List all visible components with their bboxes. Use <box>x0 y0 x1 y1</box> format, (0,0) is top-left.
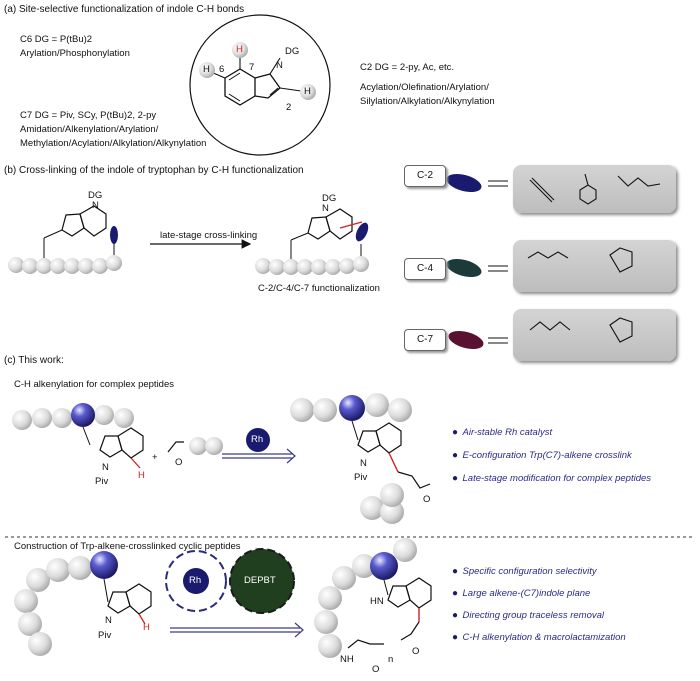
c6-dg-text: C6 DG = P(tBu)2 <box>20 34 93 45</box>
piv-2: Piv <box>354 472 368 483</box>
n-subscript: n <box>388 654 394 665</box>
subtitle-2: Construction of Trp-alkene-crosslinked c… <box>14 541 241 552</box>
position-6: 6 <box>219 64 225 75</box>
position-7: 7 <box>249 62 255 73</box>
bullet2-item-1: Specific configuration selectivity <box>462 566 597 577</box>
h-3: H <box>143 622 150 633</box>
reaction2-product <box>314 538 432 658</box>
o-2: O <box>423 494 431 505</box>
atom-h6: H <box>203 64 210 75</box>
bullet1-item-2: E-configuration Trp(C7)-alkene crosslink <box>462 450 632 461</box>
c2-rxn-text-1: Acylation/Olefination/Arylation/ <box>360 82 489 93</box>
bullet-list-1: ● Air-stable Rh catalyst ● E-configurati… <box>452 427 652 484</box>
atom-dg-b1: DG <box>88 190 103 201</box>
o-1: O <box>175 457 183 468</box>
rh-label-2: Rh <box>189 575 202 586</box>
depbt-label: DEPBT <box>244 575 276 586</box>
bullet2-item-4: C-H alkenylation & macrolactamization <box>462 632 626 643</box>
hn-label: HN <box>370 596 384 607</box>
atom-dg-b2: DG <box>322 193 337 204</box>
c7-dg-text: C7 DG = Piv, SCy, P(tBu)2, 2-py <box>20 110 157 121</box>
c7-rxn-text-2: Methylation/Acylation/Alkylation/Alkynyl… <box>20 138 207 149</box>
subtitle-1: C-H alkenylation for complex peptides <box>14 379 174 390</box>
c2-oval <box>446 173 482 193</box>
atom-h7: H <box>236 44 243 55</box>
c7-oval <box>448 330 484 350</box>
peptide-chain-left <box>8 205 122 274</box>
atom-dg-a: DG <box>285 46 300 57</box>
section-b-title: (b) Cross-linking of the indole of trypt… <box>4 165 304 176</box>
bullet2-item-3: Directing group traceless removal <box>462 610 605 621</box>
bullet2-item-2: Large alkene-(C7)indole plane <box>462 588 591 599</box>
n-3: N <box>105 615 112 626</box>
c6-rxn-text: Arylation/Phosphonylation <box>20 48 130 59</box>
crosslink-arrow-label: late-stage cross-linking <box>160 230 258 241</box>
tag-c7: C-7 <box>404 329 446 351</box>
piv-1: Piv <box>95 476 109 487</box>
nh-label: NH <box>340 654 354 665</box>
c4-oval <box>446 258 482 278</box>
peptide-chain-right <box>255 208 369 275</box>
section-a-title: (a) Site-selective functionalization of … <box>4 4 245 15</box>
o-4: O <box>412 646 420 657</box>
c7-substituents-box <box>513 309 676 361</box>
rh-gear-badge <box>165 550 227 612</box>
position-2: 2 <box>286 102 292 113</box>
rh-catalyst-badge <box>246 428 270 452</box>
plus-sign: + <box>152 452 158 463</box>
tag-c4: C-4 <box>404 258 446 280</box>
tag-c2: C-2 <box>404 165 446 187</box>
h-1: H <box>138 470 145 481</box>
atom-n-b2: N <box>322 203 329 214</box>
n-2: N <box>360 458 367 469</box>
atom-n-b1: N <box>92 200 99 211</box>
c7-rxn-text-1: Amidation/Alkenylation/Arylation/ <box>20 124 159 135</box>
c2-dg-text: C2 DG = 2-py, Ac, etc. <box>360 62 455 73</box>
atom-n-a: N <box>276 60 283 71</box>
reaction1-product <box>290 393 431 524</box>
bullet1-item-3: Late-stage modification for complex pept… <box>462 473 652 484</box>
reaction2-start <box>14 551 152 656</box>
crosslink-sub-label: C-2/C-4/C-7 functionalization <box>258 283 380 294</box>
c2-rxn-text-2: Silylation/Alkylation/Alkynylation <box>360 96 495 107</box>
c4-substituents-box <box>513 240 676 292</box>
o-3: O <box>372 664 380 675</box>
section-c-title: (c) This work: <box>4 355 64 366</box>
reaction1-start <box>12 403 223 469</box>
piv-3: Piv <box>98 630 112 641</box>
depbt-gear-badge <box>229 548 295 614</box>
indole-circle-diagram <box>189 14 331 156</box>
atom-h2: H <box>304 86 311 97</box>
rh-label-1: Rh <box>251 434 264 445</box>
bullet1-item-1: Air-stable Rh catalyst <box>462 427 553 438</box>
bullet-list-2: ● Specific configuration selectivity ● L… <box>452 566 626 643</box>
n-1: N <box>102 462 109 473</box>
